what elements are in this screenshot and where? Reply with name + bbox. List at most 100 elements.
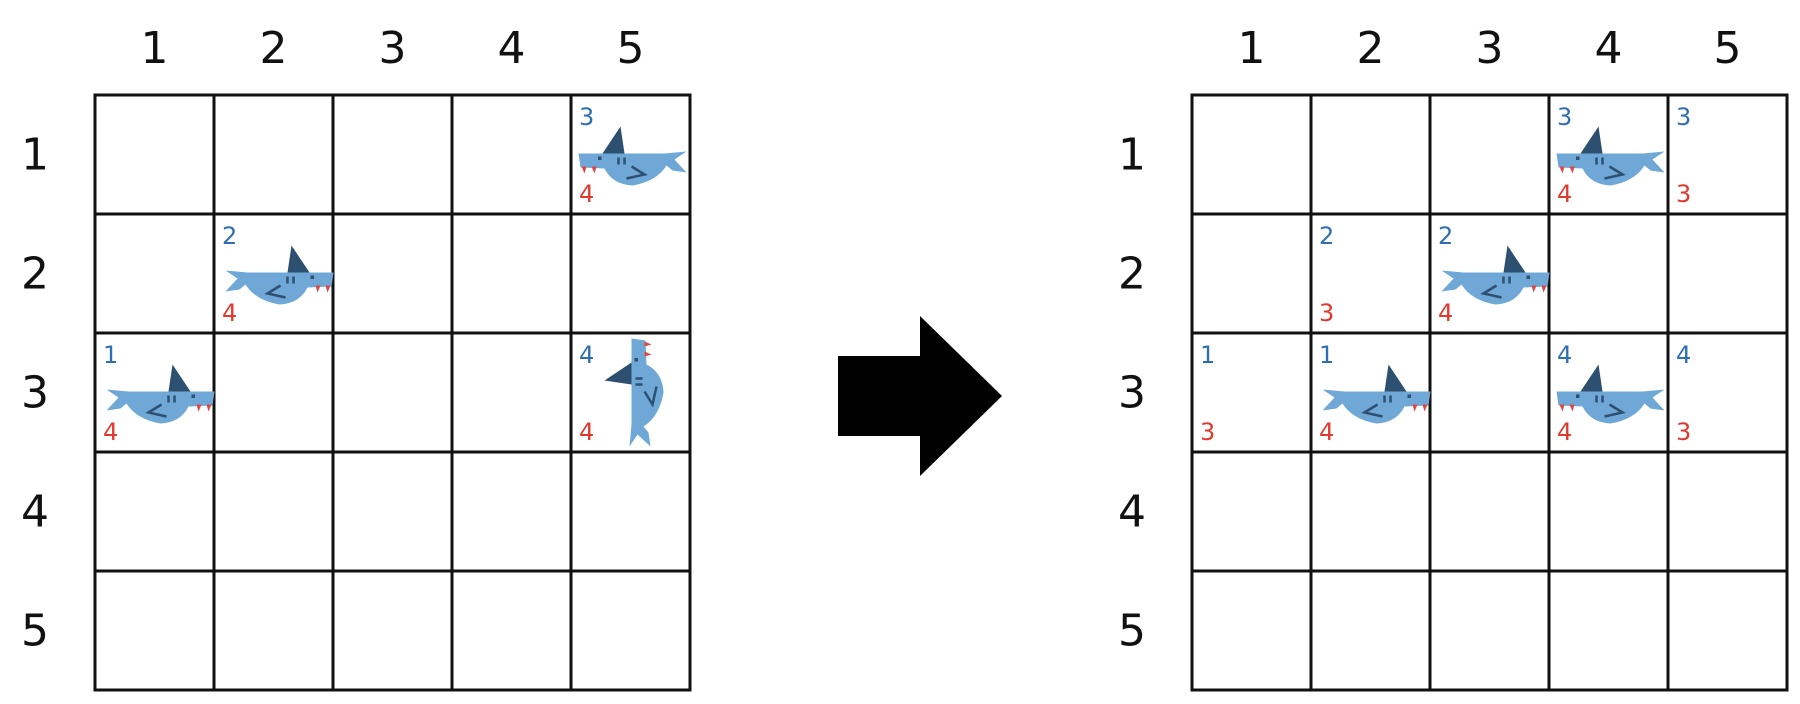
row-label: 5 xyxy=(1118,606,1146,657)
grid-cell xyxy=(569,331,692,454)
shark-id-number: 3 xyxy=(1676,103,1691,131)
shark-id-number: 1 xyxy=(1319,341,1334,369)
grid-cell xyxy=(93,212,216,335)
column-label: 5 xyxy=(617,23,645,74)
column-label: 3 xyxy=(1476,23,1504,74)
count-number: 4 xyxy=(222,299,237,327)
count-number: 4 xyxy=(1557,180,1572,208)
shark-id-number: 3 xyxy=(579,103,594,131)
row-label: 5 xyxy=(21,606,49,657)
row-label: 4 xyxy=(1118,487,1146,538)
grid-cell xyxy=(1547,569,1670,692)
grid-cell xyxy=(1428,331,1551,454)
cell-content: 14 xyxy=(1319,341,1431,446)
grid-cell xyxy=(331,569,454,692)
cell-content: 43 xyxy=(1676,341,1691,446)
grid-cell xyxy=(1428,569,1551,692)
cell-content: 14 xyxy=(103,341,215,446)
cell-content: 33 xyxy=(1676,103,1691,208)
cell-content: 23 xyxy=(1319,222,1334,327)
column-label: 3 xyxy=(379,23,407,74)
grid-cell xyxy=(1666,212,1789,335)
grid-cell xyxy=(450,331,573,454)
shark-id-number: 1 xyxy=(103,341,118,369)
count-number: 3 xyxy=(1676,418,1691,446)
count-number: 4 xyxy=(1319,418,1334,446)
shark-icon xyxy=(1556,126,1665,186)
count-number: 3 xyxy=(1676,180,1691,208)
count-number: 4 xyxy=(103,418,118,446)
cell-content: 13 xyxy=(1200,341,1215,446)
right-arrow-icon xyxy=(838,316,1002,476)
grid-cell xyxy=(1190,450,1313,573)
grid-cell xyxy=(212,331,335,454)
grid-cell xyxy=(93,93,216,216)
grid-cell xyxy=(1309,450,1432,573)
grid-cell xyxy=(1309,93,1432,216)
column-label: 1 xyxy=(141,23,169,74)
grid-cell xyxy=(1428,93,1551,216)
shark-icon xyxy=(604,338,664,447)
column-label: 2 xyxy=(260,23,288,74)
grid-cell xyxy=(450,212,573,335)
shark-icon xyxy=(225,245,334,305)
row-label: 2 xyxy=(1118,249,1146,300)
cell-content: 34 xyxy=(578,103,687,208)
column-label: 5 xyxy=(1714,23,1742,74)
grid-cell xyxy=(450,93,573,216)
column-label: 1 xyxy=(1238,23,1266,74)
count-number: 4 xyxy=(1557,418,1572,446)
grid-cell xyxy=(569,569,692,692)
grid-cell xyxy=(1666,569,1789,692)
shark-icon xyxy=(106,364,215,424)
shark-id-number: 2 xyxy=(1438,222,1453,250)
cell-content: 24 xyxy=(222,222,334,327)
grid-cell xyxy=(212,93,335,216)
row-label: 1 xyxy=(21,130,49,181)
shark-icon xyxy=(578,126,687,186)
shark-id-number: 3 xyxy=(1557,103,1572,131)
grid-cell xyxy=(1190,93,1313,216)
grid-cell xyxy=(450,569,573,692)
cell-content: 44 xyxy=(1556,341,1665,446)
column-label: 2 xyxy=(1357,23,1385,74)
shark-id-number: 4 xyxy=(579,341,594,369)
count-number: 3 xyxy=(1319,299,1334,327)
shark-id-number: 1 xyxy=(1200,341,1215,369)
row-label: 3 xyxy=(1118,368,1146,419)
row-label: 1 xyxy=(1118,130,1146,181)
cell-content: 34 xyxy=(1556,103,1665,208)
shark-icon xyxy=(1556,364,1665,424)
grid-cell xyxy=(331,450,454,573)
column-label: 4 xyxy=(1595,23,1623,74)
grid-cell xyxy=(212,450,335,573)
grid-cell xyxy=(1547,212,1670,335)
grid-cell xyxy=(93,569,216,692)
row-label: 2 xyxy=(21,249,49,300)
shark-id-number: 4 xyxy=(1557,341,1572,369)
grid-cell xyxy=(1190,212,1313,335)
count-number: 3 xyxy=(1200,418,1215,446)
count-number: 4 xyxy=(579,180,594,208)
grid-cell xyxy=(93,450,216,573)
column-label: 4 xyxy=(498,23,526,74)
grid-cell xyxy=(1428,450,1551,573)
grid-cell xyxy=(450,450,573,573)
shark-id-number: 2 xyxy=(1319,222,1334,250)
cell-content: 24 xyxy=(1438,222,1550,327)
row-label: 4 xyxy=(21,487,49,538)
grid-cell xyxy=(569,212,692,335)
grid-cell xyxy=(1666,450,1789,573)
grid-cell xyxy=(212,569,335,692)
shark-id-number: 4 xyxy=(1676,341,1691,369)
grid-cell xyxy=(1309,569,1432,692)
count-number: 4 xyxy=(579,418,594,446)
grid-cell xyxy=(331,331,454,454)
grid-cell xyxy=(569,450,692,573)
shark-icon xyxy=(1322,364,1431,424)
shark-id-number: 2 xyxy=(222,222,237,250)
count-number: 4 xyxy=(1438,299,1453,327)
